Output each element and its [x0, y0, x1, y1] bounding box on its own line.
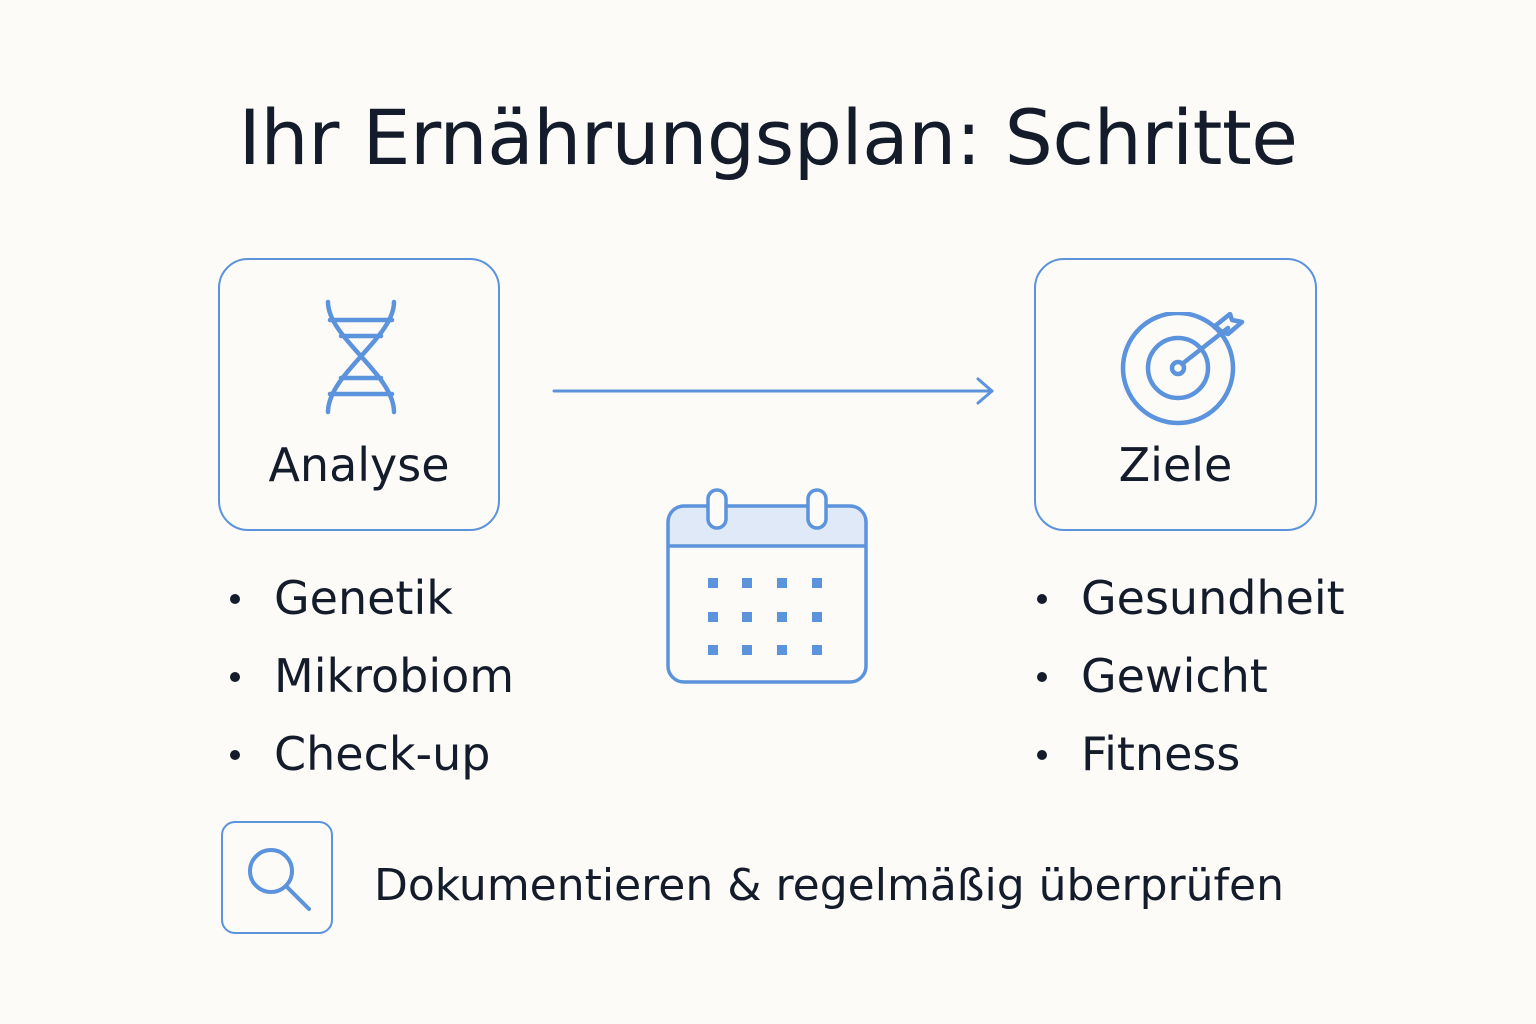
- footer-text: Dokumentieren & regelmäßig überprüfen: [374, 860, 1284, 911]
- bullet-dot: [230, 672, 240, 682]
- bullet-dot: [1037, 672, 1047, 682]
- page-title: Ihr Ernährungsplan: Schritte: [238, 93, 1298, 182]
- ziele-items: Gesundheit Gewicht Fitness: [1037, 572, 1345, 806]
- bullet-dot: [1037, 750, 1047, 760]
- list-item: Gesundheit: [1037, 572, 1345, 650]
- search-box: [221, 821, 333, 934]
- bullet-dot: [1037, 594, 1047, 604]
- list-item: Gewicht: [1037, 650, 1345, 728]
- dna-icon: [325, 299, 397, 415]
- analyse-label: Analyse: [268, 438, 450, 492]
- calendar-icon: [666, 488, 868, 684]
- list-item: Genetik: [230, 572, 514, 650]
- flow-arrow: [552, 377, 994, 405]
- target-icon: [1120, 312, 1245, 426]
- list-item: Mikrobiom: [230, 650, 514, 728]
- analyse-items: Genetik Mikrobiom Check-up: [230, 572, 514, 806]
- list-item: Check-up: [230, 728, 514, 806]
- analyse-card: Analyse: [218, 258, 500, 531]
- bullet-dot: [230, 750, 240, 760]
- search-icon: [248, 848, 311, 911]
- list-item: Fitness: [1037, 728, 1345, 806]
- bullet-dot: [230, 594, 240, 604]
- ziele-label: Ziele: [1118, 438, 1233, 492]
- ziele-card: Ziele: [1034, 258, 1317, 531]
